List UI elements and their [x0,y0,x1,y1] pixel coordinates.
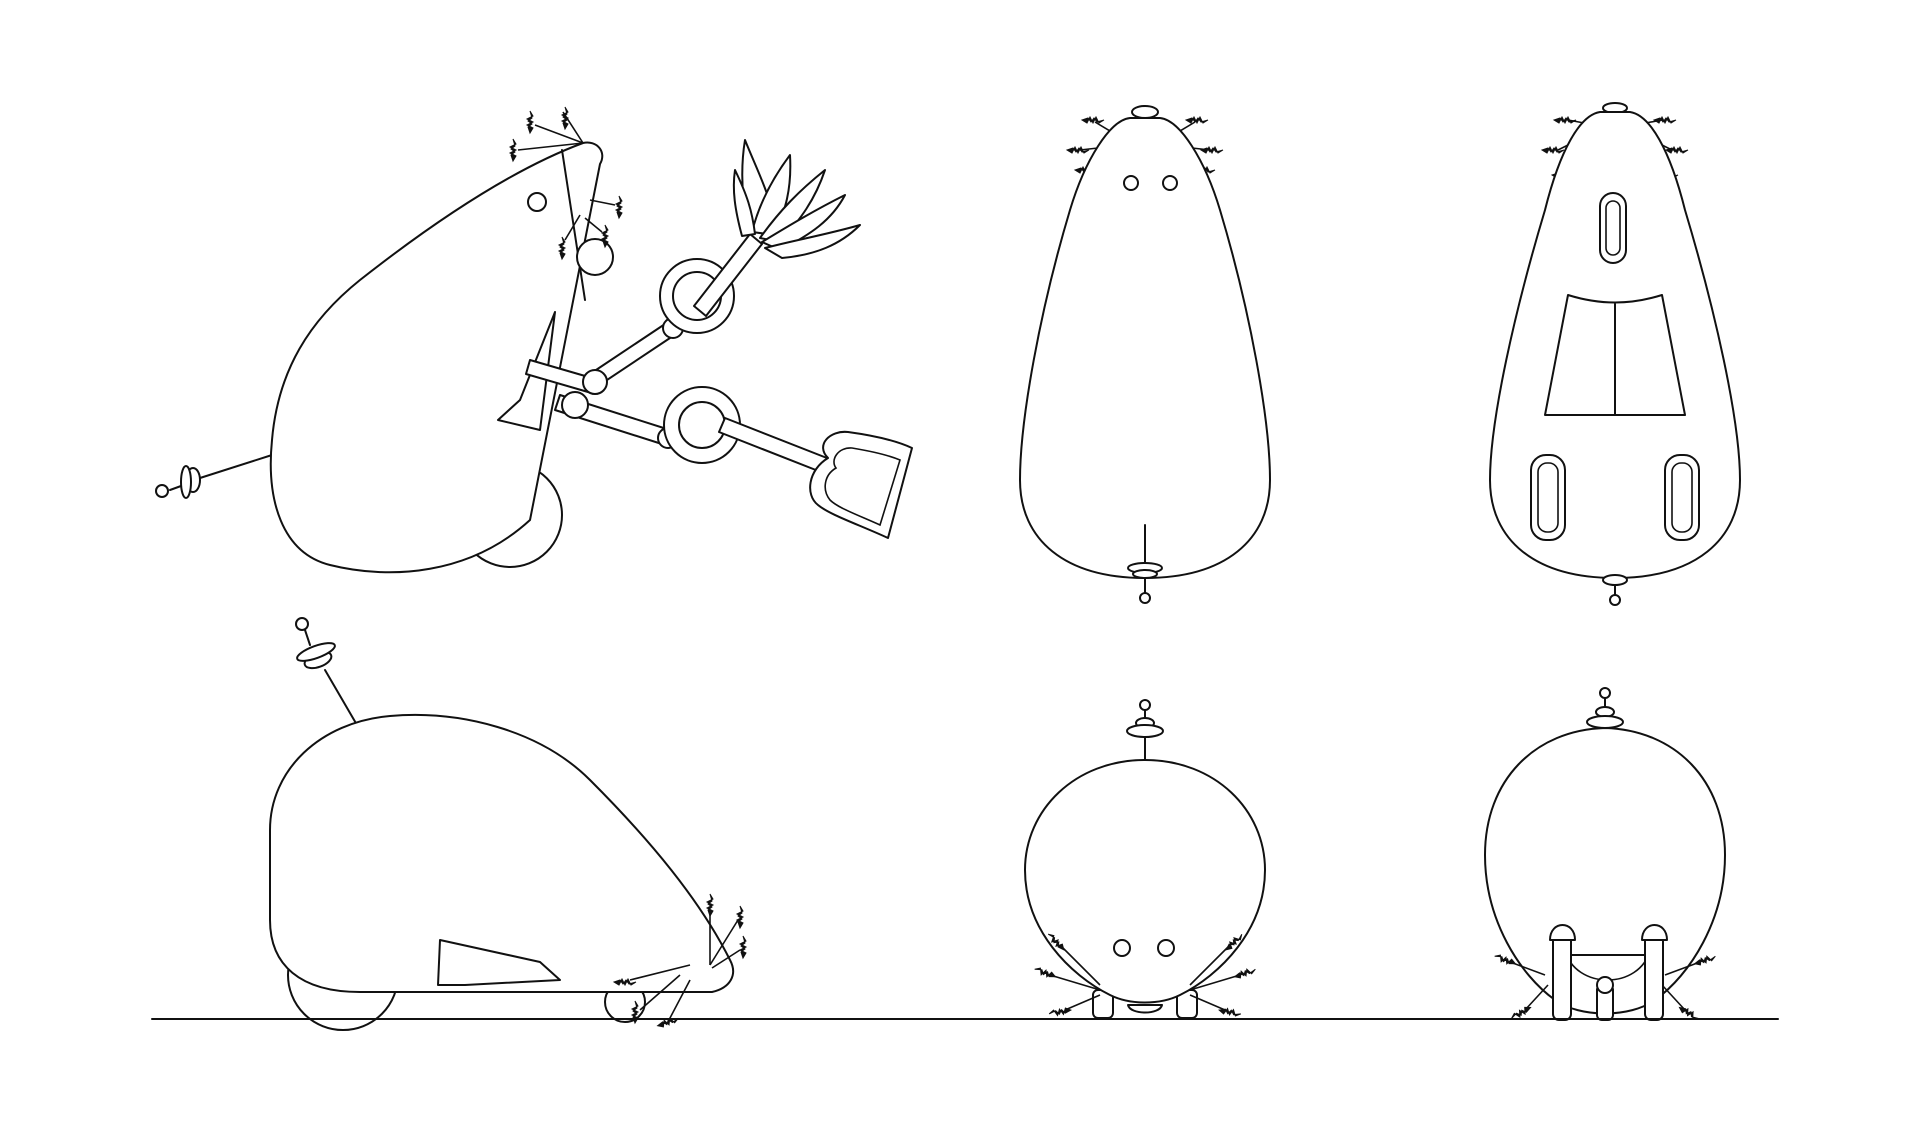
side-antenna [295,617,358,726]
back-body [1484,727,1726,1015]
rear-left-wheel-slot [1530,454,1566,541]
rear-right-wheel-slot [1664,454,1700,541]
back-view [1484,687,1726,1022]
duster-arm [525,139,861,395]
front-antenna [1126,699,1164,761]
rear-antenna [155,454,273,499]
bottom-view [1489,102,1741,606]
front-whiskers [1033,931,1257,1018]
back-left-wheel [1549,924,1576,1021]
left-eye [1123,175,1139,191]
shovel-arm [554,386,913,539]
back-antenna [1586,687,1624,846]
back-tail [1596,976,1614,1021]
front-left-eye [1113,939,1131,957]
side-body [269,713,735,993]
whiskers [509,106,623,260]
side-whiskers [613,893,747,1030]
top-body [1019,117,1271,579]
top-tail-antenna [1127,524,1163,604]
side-working-view [155,106,913,574]
front-wheel-slot [1599,192,1627,264]
front-view [1024,699,1266,1019]
top-nose [1131,105,1159,119]
eye [527,192,547,212]
back-whiskers [1493,952,1717,1022]
center-plate [1544,294,1686,416]
bottom-tail-antenna [1602,574,1628,606]
side-view [269,617,747,1031]
right-eye [1162,175,1178,191]
front-body [1024,759,1266,1004]
mole-body [269,141,604,574]
front-nose [1127,1004,1163,1014]
front-right-eye [1157,939,1175,957]
back-right-wheel [1641,924,1668,1021]
top-view [1019,105,1271,604]
side-belly-plate [437,939,561,986]
nose-bulb [576,238,614,276]
